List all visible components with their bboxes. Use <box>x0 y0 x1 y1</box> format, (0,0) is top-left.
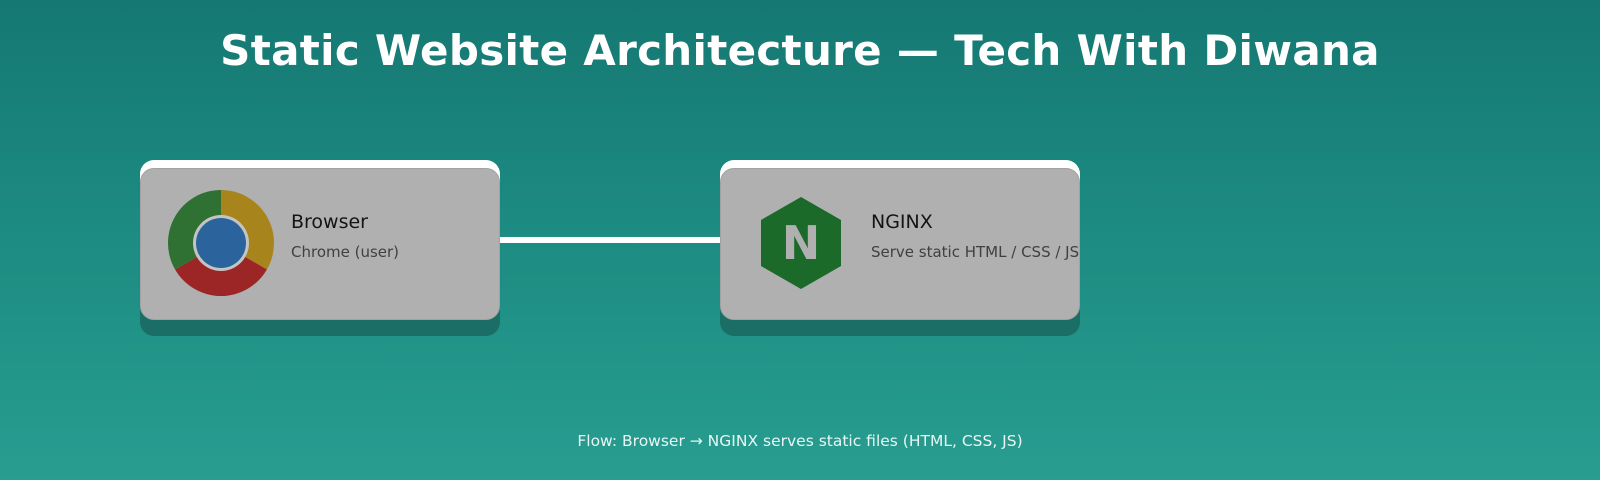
nginx-node-label: NGINX <box>871 211 933 233</box>
diagram-title: Static Website Architecture — Tech With … <box>220 26 1380 75</box>
nginx-node-subtitle: Serve static HTML / CSS / JS <box>871 243 1080 261</box>
nginx-icon-letter: N <box>782 216 821 270</box>
browser-node-card: Browser Chrome (user) <box>140 168 500 320</box>
nginx-node[interactable]: N NGINX Serve static HTML / CSS / JS <box>720 160 1080 336</box>
flow-caption: Flow: Browser → NGINX serves static file… <box>577 432 1023 450</box>
browser-node[interactable]: Browser Chrome (user) <box>140 160 500 336</box>
nginx-node-card: N NGINX Serve static HTML / CSS / JS <box>720 168 1080 320</box>
browser-to-nginx-connector <box>500 237 722 243</box>
nginx-hexagon-icon: N <box>761 197 841 289</box>
chrome-icon <box>167 190 275 297</box>
browser-node-label: Browser <box>291 211 368 233</box>
browser-node-subtitle: Chrome (user) <box>291 243 400 261</box>
